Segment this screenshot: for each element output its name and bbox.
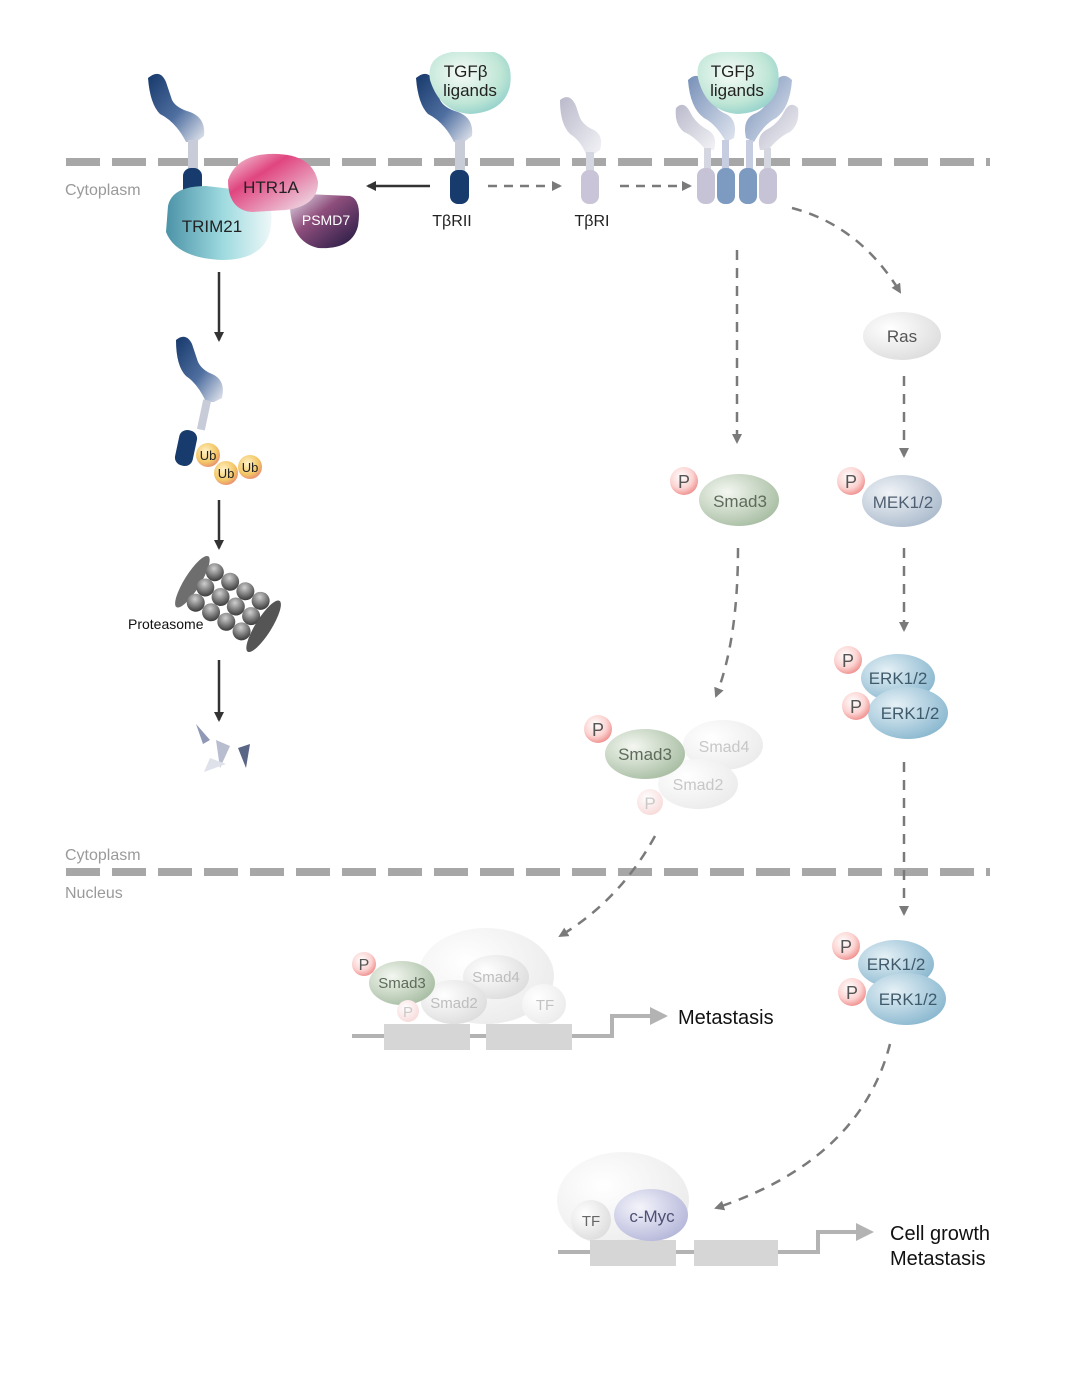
ub-2-label: Ub [218, 466, 235, 481]
psmd7-label: PSMD7 [302, 212, 350, 228]
erk-c-p1-label: P [842, 651, 854, 671]
nuc-smad-tf-label: TF [536, 997, 554, 1014]
p-mek-node: P MEK1/2 [837, 467, 942, 527]
degraded-fragments [196, 724, 250, 772]
erk-n-2-label: ERK1/2 [879, 990, 938, 1009]
p-erk-nucleus: P P ERK1/2 ERK1/2 [832, 932, 946, 1025]
receptor-tetramer: TGFβ ligands [675, 52, 799, 204]
cmyc-label: c-Myc [629, 1207, 675, 1226]
arrow-smad-complex-to-nucleus [558, 835, 657, 938]
tbrii-receptor: TGFβ ligands TβRII [416, 52, 511, 230]
ras-label: Ras [887, 327, 917, 346]
tgfb-ligand-1-shape [429, 52, 511, 114]
smad-complex-smad2-label: Smad2 [673, 777, 724, 794]
erk-n-p1-label: P [840, 937, 852, 957]
smad-transcription-complex: P P Smad3 Smad4 Smad2 TF [352, 928, 668, 1050]
ubiquitinated-receptor: Ub Ub Ub [174, 336, 262, 485]
tgfb-ligand-2-label: TGFβ ligands [710, 62, 764, 100]
left-receptor [148, 73, 205, 202]
proteasome-shape [175, 555, 281, 653]
metastasis-outcome-label: Metastasis [678, 1007, 774, 1029]
ub-1-shape [196, 443, 220, 467]
p-mek-p-label: P [845, 472, 857, 492]
trim21-complex: HTR1A TRIM21 PSMD7 [166, 153, 359, 260]
htr1a-shape [228, 153, 318, 212]
p-smad3-p-label: P [678, 472, 690, 492]
tgfb-ligand-1-label: TGFβ ligands [443, 62, 497, 100]
smad-complex-smad4-label: Smad4 [699, 739, 750, 756]
arrow-smad3-to-complex [714, 547, 740, 698]
smad-complex-p2-label: P [644, 794, 655, 813]
cytoplasm-label-top: Cytoplasm [65, 182, 141, 199]
ub-3-shape [238, 455, 262, 479]
tbri-label: TβRI [575, 213, 610, 230]
p-erk-cytoplasm: P P ERK1/2 ERK1/2 [834, 646, 948, 739]
ub-1-label: Ub [200, 448, 217, 463]
smad3-label: Smad3 [713, 492, 767, 511]
cytoplasm-label-bottom: Cytoplasm [65, 847, 141, 864]
smad-complex-p1-label: P [592, 720, 604, 740]
mek-label: MEK1/2 [873, 493, 933, 512]
erk-c-2-label: ERK1/2 [881, 704, 940, 723]
cmyc-tf-label: TF [582, 1213, 600, 1230]
erk-n-1-label: ERK1/2 [867, 955, 926, 974]
p-smad3-cytoplasm: P Smad3 [670, 467, 779, 526]
nuc-smad2-label: Smad2 [430, 995, 478, 1012]
erk-c-1-label: ERK1/2 [869, 669, 928, 688]
cmyc-transcription-complex: TF c-Myc [557, 1152, 874, 1266]
ub-3-label: Ub [242, 460, 259, 475]
tbri-receptor: TβRI [560, 97, 609, 230]
proteasome-label: Proteasome [128, 616, 204, 632]
nuc-smad-p2-label: P [403, 1004, 413, 1021]
cell-growth-outcome-label: Cell growth [890, 1223, 990, 1245]
nuc-smad4-label: Smad4 [472, 969, 520, 986]
erk-n-p2-label: P [846, 983, 858, 1003]
htr1a-label: HTR1A [243, 178, 299, 197]
arrow-receptor-to-ras [791, 206, 902, 294]
tgfb-ligand-2-shape [697, 52, 779, 114]
arrow-erk-to-cmyc [714, 1043, 892, 1211]
tbrii-label: TβRII [432, 213, 471, 230]
psmd7-shape [290, 194, 359, 249]
smad-complex-cytoplasm: P P Smad3 Smad4 Smad2 [584, 715, 763, 815]
trim21-label: TRIM21 [182, 217, 242, 236]
nuc-smad-p1-label: P [359, 957, 370, 974]
nucleus-label: Nucleus [65, 885, 123, 902]
nuc-smad3-label: Smad3 [378, 975, 426, 992]
ras-node: Ras [863, 312, 941, 360]
ub-2-shape [214, 461, 238, 485]
erk-c-p2-label: P [850, 697, 862, 717]
smad-complex-smad3-label: Smad3 [618, 745, 672, 764]
metastasis-outcome-label-2: Metastasis [890, 1248, 986, 1270]
